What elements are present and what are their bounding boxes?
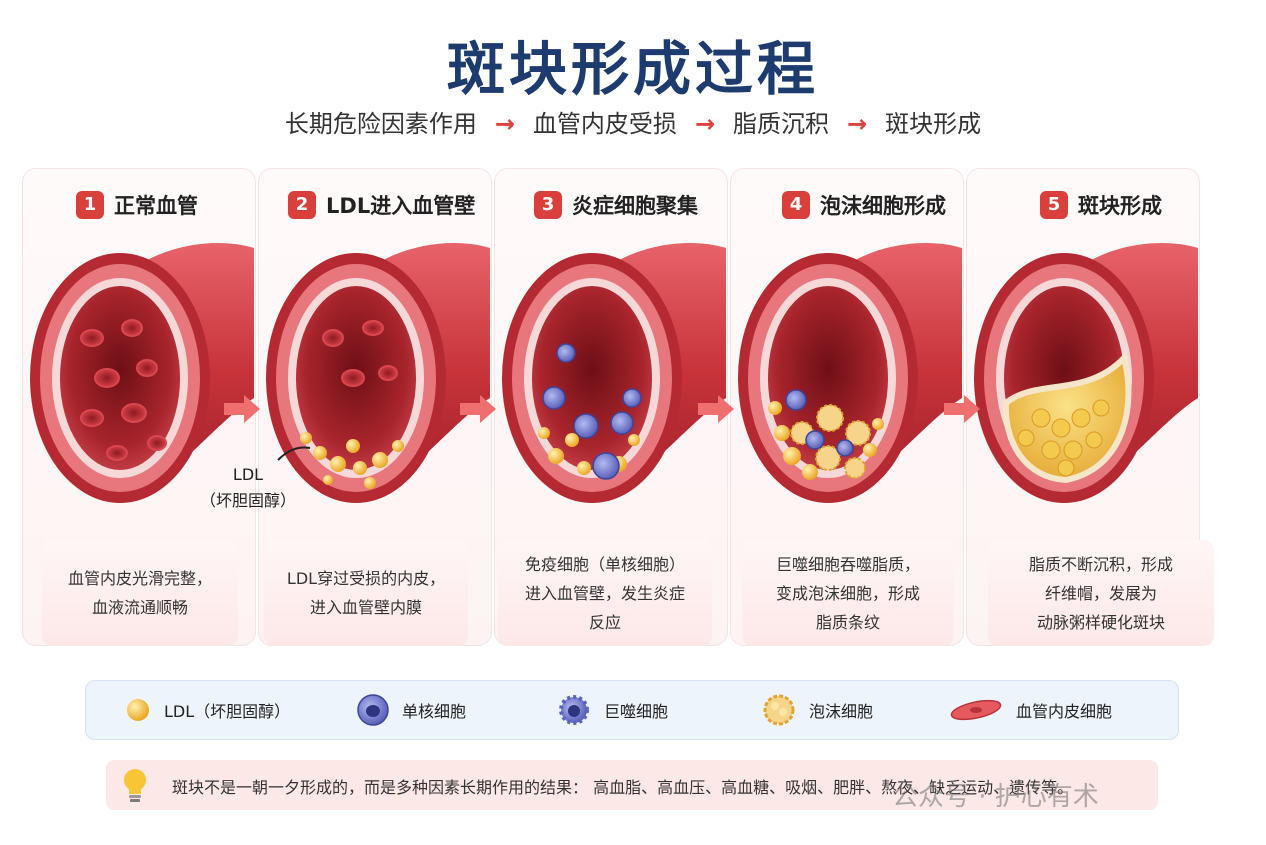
stage-number: 2 bbox=[288, 191, 316, 219]
legend-label: 巨噬细胞 bbox=[604, 702, 669, 721]
stage-heading: 4 泡沫细胞形成 bbox=[782, 190, 946, 220]
stage-label: 泡沫细胞形成 bbox=[820, 194, 946, 218]
ldl-entry-vessel-illustration bbox=[266, 242, 490, 503]
stage-heading: 1 正常血管 bbox=[76, 190, 198, 220]
legend-label: 血管内皮细胞 bbox=[1016, 702, 1113, 721]
legend-item: 单核细胞 bbox=[356, 681, 466, 739]
stage-label: 斑块形成 bbox=[1078, 194, 1162, 218]
ldl-particle-icon bbox=[127, 699, 149, 721]
stage-number: 4 bbox=[782, 191, 810, 219]
legend: LDL（坏胆固醇） 单核细胞 巨噬细胞 泡沫细胞 血管内皮细胞 bbox=[85, 680, 1179, 740]
stage-caption: 脂质不断沉积，形成 纤维帽，发展为 动脉粥样硬化斑块 bbox=[988, 540, 1214, 646]
stage-label: 炎症细胞聚集 bbox=[572, 194, 698, 218]
flow-step: 长期危险因素作用 bbox=[284, 110, 477, 138]
foam-cell-vessel-illustration bbox=[738, 242, 962, 503]
tip-text: 斑块不是一朝一夕形成的，而是多种因素长期作用的结果： 高血脂、高血压、高血糖、吸… bbox=[172, 778, 1074, 797]
flow-arrow-icon: → bbox=[494, 110, 515, 138]
macrophage-icon bbox=[559, 695, 589, 725]
stage-number: 3 bbox=[534, 191, 562, 219]
stage-heading: 2 LDL进入血管壁 bbox=[288, 190, 475, 220]
foam-cell-icon bbox=[763, 694, 795, 726]
stage-caption: 免疫细胞（单核细胞） 进入血管壁，发生炎症 反应 bbox=[498, 540, 712, 646]
legend-label: 单核细胞 bbox=[402, 702, 467, 721]
flow-arrow-icon: → bbox=[694, 110, 716, 138]
tip-banner: 斑块不是一朝一夕形成的，而是多种因素长期作用的结果： 高血脂、高血压、高血糖、吸… bbox=[106, 760, 1158, 810]
stage-number: 1 bbox=[76, 191, 104, 219]
stage-arrow-icon bbox=[698, 395, 734, 423]
flow-step: 斑块形成 bbox=[885, 110, 982, 138]
stage-heading: 3 炎症细胞聚集 bbox=[534, 190, 698, 220]
monocyte-icon bbox=[357, 694, 389, 726]
watermark: 公众号 · 护心有术 bbox=[892, 782, 1099, 812]
legend-label: 泡沫细胞 bbox=[809, 702, 874, 721]
page-title: 斑块形成过程 bbox=[446, 35, 819, 103]
flow-arrow-icon: → bbox=[847, 110, 868, 138]
process-flow: 长期危险因素作用 → 血管内皮受损 → 脂质沉积 → 斑块形成 bbox=[0, 104, 1266, 139]
stage-label: LDL进入血管壁 bbox=[326, 194, 476, 218]
endothelial-cell-icon bbox=[950, 699, 1002, 721]
legend-item: LDL（坏胆固醇） bbox=[124, 681, 290, 739]
stage-arrow-icon bbox=[224, 395, 260, 423]
stage-arrow-icon bbox=[460, 395, 496, 423]
stage-caption: 巨噬细胞吞噬脂质， 变成泡沫细胞，形成 脂质条纹 bbox=[742, 540, 954, 646]
inflammation-vessel-illustration bbox=[502, 242, 726, 503]
stage-arrow-icon bbox=[944, 395, 980, 423]
stage-heading: 5 斑块形成 bbox=[1040, 190, 1162, 220]
legend-item: 泡沫细胞 bbox=[761, 681, 873, 739]
normal-vessel-illustration bbox=[30, 242, 254, 503]
legend-item: 巨噬细胞 bbox=[556, 681, 668, 739]
stage-number: 5 bbox=[1040, 191, 1068, 219]
legend-label: LDL（坏胆固醇） bbox=[164, 702, 291, 721]
stage-caption: 血管内皮光滑完整， 血液流通顺畅 bbox=[42, 540, 238, 646]
lightbulb-icon bbox=[124, 769, 146, 802]
legend-item: 血管内皮细胞 bbox=[948, 681, 1112, 739]
flow-step: 脂质沉积 bbox=[733, 110, 830, 138]
plaque-vessel-illustration bbox=[974, 242, 1198, 503]
stage-caption: LDL穿过受损的内皮， 进入血管壁内膜 bbox=[264, 540, 468, 646]
flow-step: 血管内皮受损 bbox=[532, 110, 677, 138]
stage-label: 正常血管 bbox=[114, 194, 198, 218]
ldl-annotation: LDL （坏胆固醇） bbox=[200, 465, 297, 510]
